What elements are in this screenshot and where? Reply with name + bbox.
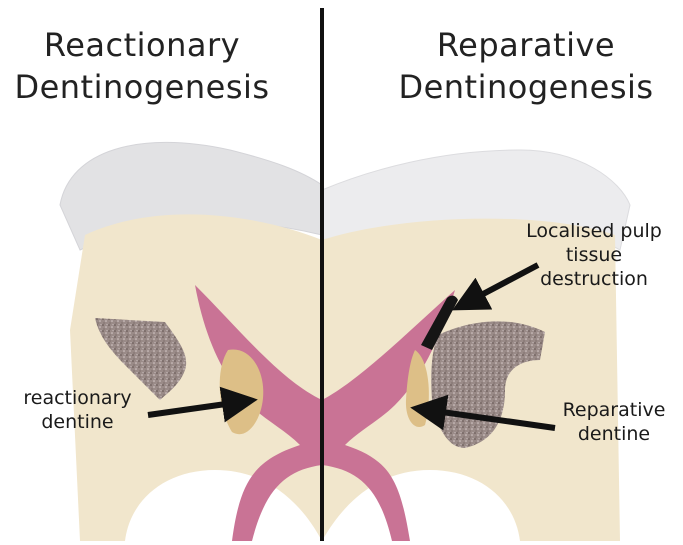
label-localised-line-1: Localised pulp [506,219,682,243]
label-localised-line-2: tissue [506,243,682,267]
label-reparative-line-1: Reparative [546,398,682,422]
label-localised-pulp-destruction: Localised pulp tissue destruction [506,219,682,291]
title-left-line-2: Dentinogenesis [0,66,292,108]
label-reactionary-line-1: reactionary [0,386,155,410]
title-reparative-dentinogenesis: Reparative Dentinogenesis [376,24,676,108]
label-reparative-dentine: Reparative dentine [546,398,682,446]
title-right-line-2: Dentinogenesis [376,66,676,108]
title-right-line-1: Reparative [376,24,676,66]
label-reactionary-line-2: dentine [0,410,155,434]
label-localised-line-3: destruction [506,267,682,291]
title-reactionary-dentinogenesis: Reactionary Dentinogenesis [0,24,292,108]
label-reactionary-dentine: reactionary dentine [0,386,155,434]
label-reparative-line-2: dentine [546,422,682,446]
title-left-line-1: Reactionary [0,24,292,66]
